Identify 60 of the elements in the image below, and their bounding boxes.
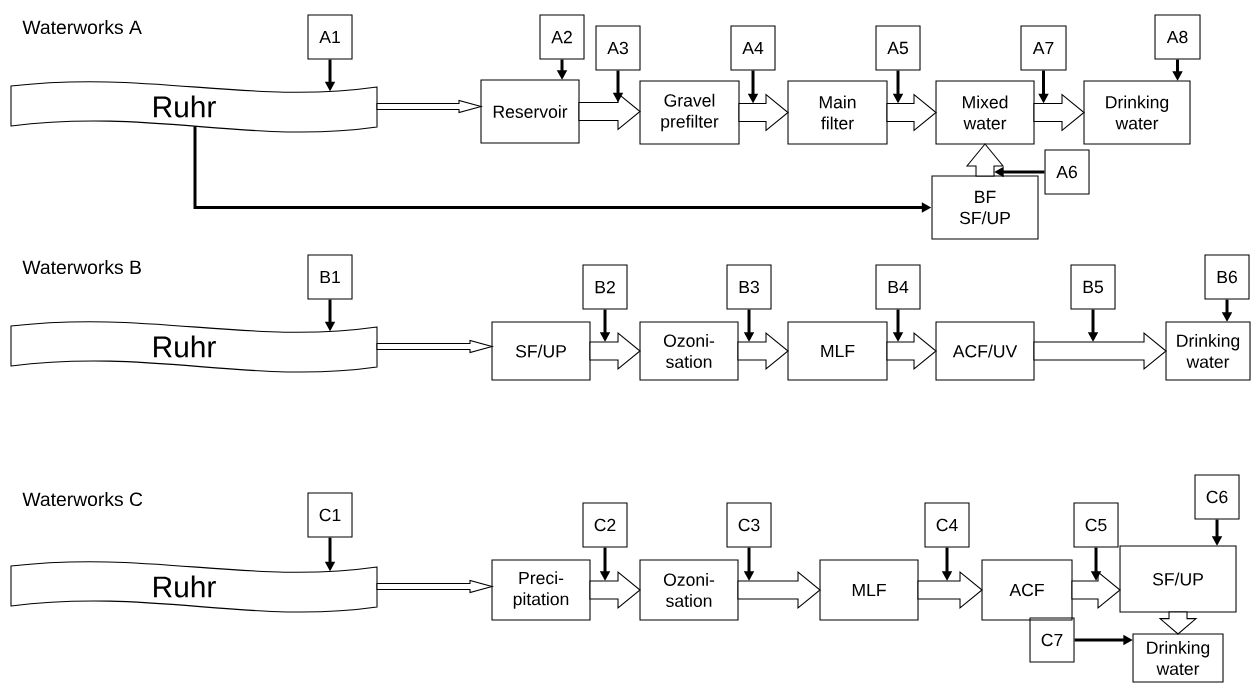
sample-point-box: A1 <box>307 14 353 60</box>
flow-arrow <box>376 99 483 114</box>
sample-point-box: C1 <box>307 492 353 538</box>
block-arrow <box>1033 93 1085 132</box>
block-arrow <box>886 93 937 132</box>
process-box: BF SF/UP <box>931 175 1039 240</box>
block-arrow <box>1071 570 1121 610</box>
section-heading: Waterworks A <box>22 19 142 35</box>
process-box: ACF/UV <box>935 321 1035 381</box>
river-banner: Ruhr <box>10 321 378 373</box>
sample-point-box: C3 <box>726 502 772 548</box>
sample-point-box: B2 <box>582 264 628 310</box>
process-box: Drinking water <box>1132 633 1224 683</box>
process-box: Ozoni- sation <box>639 559 739 621</box>
sample-point-box: A8 <box>1154 14 1201 60</box>
process-box: Main filter <box>787 80 888 145</box>
block-arrow <box>917 570 983 610</box>
block-arrow <box>886 331 937 371</box>
process-box: Drinking water <box>1083 80 1191 145</box>
block-arrow <box>737 331 789 371</box>
block-arrow <box>589 570 641 610</box>
river-banner: Ruhr <box>10 561 378 613</box>
sample-point-box: B4 <box>875 264 921 310</box>
block-arrow <box>1158 611 1198 635</box>
section-heading: Waterworks B <box>22 259 141 275</box>
sample-point-box: C5 <box>1073 502 1119 548</box>
sample-point-box: A2 <box>539 14 585 60</box>
sample-point-box: C7 <box>1029 617 1075 663</box>
flow-arrow <box>376 339 494 354</box>
flow-arrow <box>376 579 494 594</box>
block-arrow <box>589 331 641 371</box>
process-box: Mixed water <box>935 80 1035 145</box>
section-heading: Waterworks C <box>22 491 143 507</box>
process-box: Drinking water <box>1165 321 1251 381</box>
sample-point-box: C6 <box>1194 474 1240 520</box>
river-banner: Ruhr <box>10 81 378 133</box>
block-arrow <box>965 143 1005 177</box>
process-box: MLF <box>787 321 888 381</box>
sample-point-box: B1 <box>307 254 353 300</box>
sample-point-box: A3 <box>595 25 641 71</box>
sample-point-box: C4 <box>924 502 970 548</box>
process-box: SF/UP <box>1119 545 1237 613</box>
process-box: Ozoni- sation <box>639 321 739 381</box>
block-arrow <box>1033 331 1167 371</box>
process-box: SF/UP <box>491 321 591 381</box>
sample-point-box: B5 <box>1070 264 1116 310</box>
process-box: ACF <box>981 559 1073 621</box>
sample-point-box: C2 <box>582 502 628 548</box>
process-box: Preci- pitation <box>491 559 591 621</box>
process-box: Gravel prefilter <box>639 80 740 145</box>
sample-point-box: A5 <box>875 25 921 71</box>
process-box: Reservoir <box>480 79 580 144</box>
block-arrow <box>737 570 821 610</box>
sample-point-box: B3 <box>726 264 772 310</box>
sample-point-box: A7 <box>1020 25 1067 71</box>
block-arrow <box>738 93 789 132</box>
sample-point-box: A4 <box>730 25 776 71</box>
sample-point-box: B6 <box>1204 254 1250 300</box>
sample-point-box: A6 <box>1044 149 1090 195</box>
process-box: MLF <box>819 559 919 621</box>
